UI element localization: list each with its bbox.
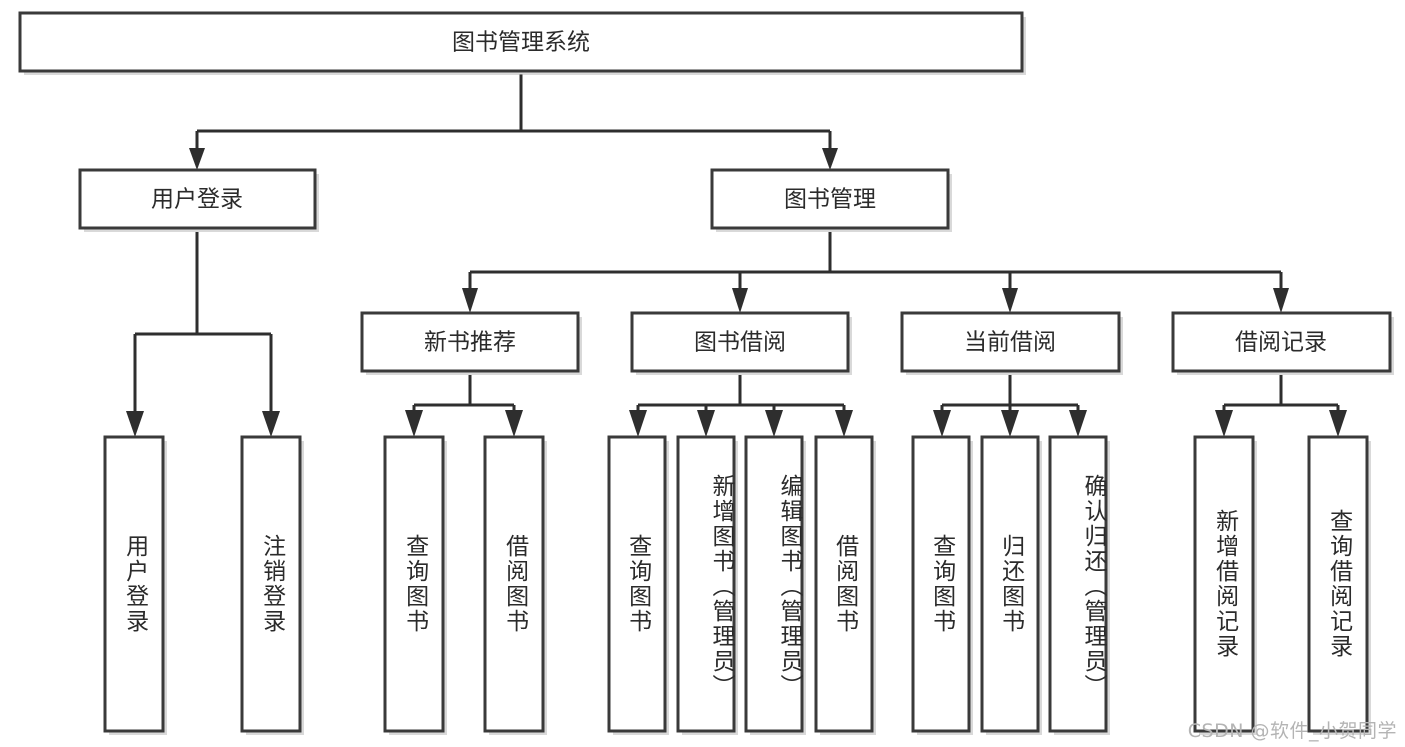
node-leaf-query-book-2-box: [607, 435, 667, 733]
node-root[interactable]: 图书管理系统: [18, 11, 1026, 75]
node-leaf-confirm-return-box: [1048, 435, 1108, 733]
node-leaf-user-logout-box: [240, 435, 302, 733]
arrow-head-leaf-confirm-return: [1069, 410, 1087, 437]
arrow-head-leaf-borrow-book-1: [505, 410, 523, 437]
node-leaf-query-record[interactable]: [1307, 435, 1371, 735]
node-new-book-rec[interactable]: 新书推荐: [360, 311, 582, 375]
csdn-watermark: CSDN @软件_小贺同学: [1187, 720, 1397, 742]
node-borrow-record-label: 借阅记录: [1235, 330, 1327, 356]
node-leaf-query-book-2[interactable]: [607, 435, 669, 735]
arrow-head-new-book-rec: [462, 288, 478, 313]
node-leaf-user-login[interactable]: [103, 435, 167, 735]
node-book-manage[interactable]: 图书管理: [710, 168, 952, 232]
arrow-head-leaf-borrow-book-2: [835, 410, 853, 437]
node-current-borrow-label: 当前借阅: [964, 330, 1056, 356]
node-leaf-query-book-3-box: [911, 435, 971, 733]
node-leaf-edit-book-box: [744, 435, 804, 733]
arrow-head-book-borrow: [732, 288, 748, 313]
node-leaf-edit-book[interactable]: [744, 435, 806, 735]
node-leaf-confirm-return[interactable]: [1048, 435, 1110, 735]
arrow-head-leaf-query-book-2: [629, 410, 647, 437]
arrow-head-book-manage: [822, 148, 838, 170]
arrow-head-leaf-add-book: [697, 410, 715, 437]
node-leaf-query-book-1-box: [383, 435, 445, 733]
node-book-borrow[interactable]: 图书借阅: [630, 311, 852, 375]
connector-group: [126, 74, 1347, 437]
arrow-head-leaf-user-logout: [262, 411, 280, 437]
node-user-login-label: 用户登录: [151, 187, 243, 213]
node-root-label: 图书管理系统: [452, 30, 590, 56]
node-leaf-borrow-book-2[interactable]: [814, 435, 876, 735]
node-leaf-add-book-box: [676, 435, 736, 733]
arrow-head-leaf-add-record: [1215, 410, 1233, 437]
node-leaf-query-book-1[interactable]: [383, 435, 447, 735]
node-borrow-record-box: [1171, 311, 1392, 373]
node-leaf-add-book[interactable]: [676, 435, 738, 735]
node-current-borrow-box: [900, 311, 1121, 373]
arrow-head-leaf-query-book-1: [405, 410, 423, 437]
arrow-head-leaf-return-book: [1001, 410, 1019, 437]
arrow-head-leaf-user-login: [126, 411, 144, 437]
node-book-manage-box: [710, 168, 950, 230]
node-user-login[interactable]: 用户登录: [78, 168, 319, 232]
arrow-head-user-login: [189, 148, 205, 170]
node-leaf-borrow-book-1[interactable]: [483, 435, 547, 735]
arrow-head-leaf-edit-book: [765, 410, 783, 437]
node-current-borrow[interactable]: 当前借阅: [900, 311, 1123, 375]
node-borrow-record[interactable]: 借阅记录: [1171, 311, 1394, 375]
node-leaf-add-record[interactable]: [1193, 435, 1257, 735]
node-new-book-rec-box: [360, 311, 580, 373]
arrow-head-current-borrow: [1002, 288, 1018, 313]
node-new-book-rec-label: 新书推荐: [424, 330, 516, 356]
node-book-borrow-label: 图书借阅: [694, 330, 786, 356]
node-book-manage-label: 图书管理: [784, 187, 876, 213]
node-leaf-borrow-book-1-box: [483, 435, 545, 733]
node-leaf-return-book[interactable]: [980, 435, 1042, 735]
arrow-head-leaf-query-record: [1329, 410, 1347, 437]
node-book-borrow-box: [630, 311, 850, 373]
node-leaf-user-login-box: [103, 435, 165, 733]
node-user-login-box: [78, 168, 317, 230]
node-leaf-return-book-box: [980, 435, 1040, 733]
node-leaf-query-record-box: [1307, 435, 1369, 733]
node-leaf-add-record-box: [1193, 435, 1255, 733]
arrow-head-leaf-query-book-3: [933, 410, 951, 437]
leaf-box-group: [103, 435, 1371, 735]
node-root-box: [18, 11, 1024, 73]
node-leaf-user-logout[interactable]: [240, 435, 304, 735]
arrow-head-borrow-record: [1273, 288, 1289, 313]
node-leaf-borrow-book-2-box: [814, 435, 874, 733]
node-leaf-query-book-3[interactable]: [911, 435, 973, 735]
